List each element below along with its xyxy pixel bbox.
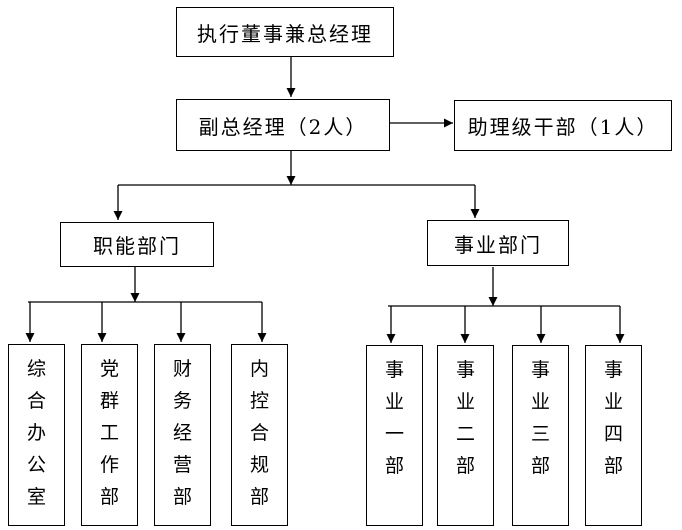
node-finance-label: 财务经营部	[172, 358, 192, 508]
node-party-label: 党群工作部	[99, 358, 119, 508]
node-control: 内控合规部	[231, 344, 288, 526]
node-bu3: 事业三部	[512, 345, 569, 526]
node-business-label: 事业部门	[454, 232, 542, 257]
node-bu1-label: 事业一部	[384, 359, 404, 477]
node-bu2-label: 事业二部	[455, 359, 475, 477]
node-office: 综合办公室	[8, 344, 65, 526]
node-bu4-label: 事业四部	[603, 359, 623, 477]
node-bu1: 事业一部	[366, 345, 423, 526]
node-bu3-label: 事业三部	[530, 359, 550, 477]
node-assistant: 助理级干部（1人）	[454, 100, 672, 151]
node-assistant-label: 助理级干部（1人）	[467, 115, 659, 139]
node-party: 党群工作部	[81, 344, 138, 526]
node-office-label: 综合办公室	[26, 358, 46, 508]
node-business: 事业部门	[427, 220, 569, 266]
node-control-label: 内控合规部	[249, 358, 269, 508]
node-finance: 财务经营部	[154, 344, 211, 526]
node-functional: 职能部门	[60, 222, 214, 267]
node-ceo: 执行董事兼总经理	[176, 7, 394, 57]
node-functional-label: 职能部门	[93, 234, 181, 258]
node-deputy-label: 副总经理（2人）	[198, 114, 368, 139]
node-ceo-label: 执行董事兼总经理	[197, 21, 373, 46]
node-deputy: 副总经理（2人）	[176, 99, 390, 151]
node-bu2: 事业二部	[437, 345, 494, 526]
node-bu4: 事业四部	[585, 345, 642, 526]
